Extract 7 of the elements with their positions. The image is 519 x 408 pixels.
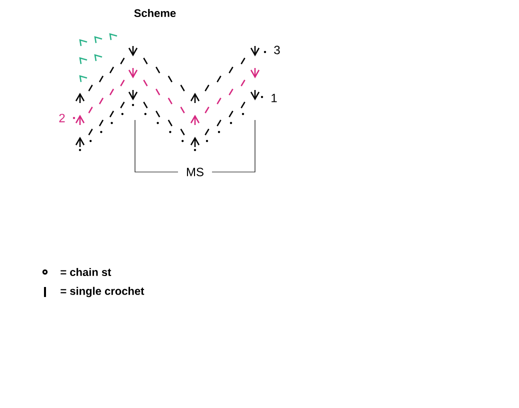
row-number: 2 [59,114,65,122]
legend-text: = chain st [60,268,112,276]
legend-text: = single crochet [60,286,144,298]
repeat-label: MS [187,168,204,176]
row-number: 3 [274,46,280,54]
chart-title: Scheme [134,8,176,18]
row-number: 1 [272,94,277,102]
